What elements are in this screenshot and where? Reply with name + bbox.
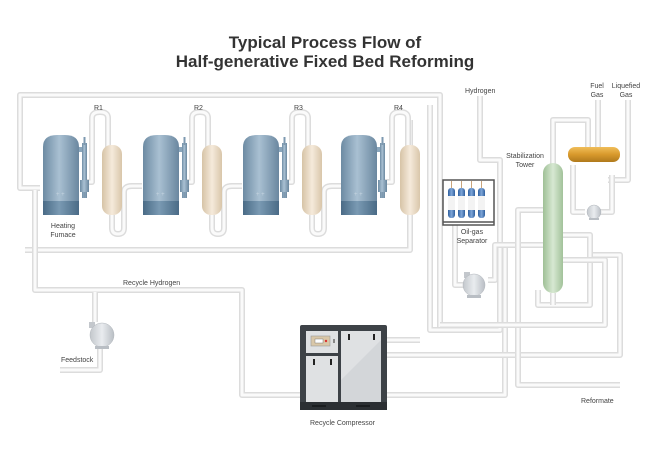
reactor-label-r4: R4: [394, 105, 403, 112]
feedstock-label: Feedstock: [61, 357, 94, 364]
svg-text:+ +: + +: [256, 192, 265, 198]
pump-separator: [462, 272, 486, 298]
svg-text:+ +: + +: [56, 192, 65, 198]
reformate-label: Reformate: [581, 398, 614, 405]
liquefied-gas-label-line1: Liquefied: [611, 83, 641, 90]
hydrogen-label: Hydrogen: [465, 88, 496, 95]
liquefied-gas-label: Liquefied Gas: [610, 82, 642, 100]
recycle-hydrogen-label: Recycle Hydrogen: [123, 280, 181, 287]
reactor-label-r1: R1: [94, 105, 103, 112]
pipe-pump-reflux: [600, 175, 615, 215]
reactor-r2: [202, 145, 222, 215]
svg-text:+ +: + +: [354, 192, 363, 198]
heating-furnace-3: + +: [243, 135, 289, 215]
separator-cylinders: [448, 181, 485, 218]
heating-furnace-label-line1: Heating: [50, 223, 76, 230]
stabilization-tower-label: Stabilization Tower: [503, 152, 547, 170]
pump-feedstock: [89, 322, 115, 349]
diagram-title-line1: Typical Process Flow of: [228, 33, 422, 52]
recycle-compressor: [300, 325, 387, 410]
reactor-r3: [302, 145, 322, 215]
heating-furnace-label-line2: Fumace: [50, 232, 76, 239]
heating-furnace-1: + +: [43, 135, 89, 215]
stabilization-tower: [543, 163, 563, 293]
oil-gas-separator-label-line1: Oil-gas: [460, 229, 484, 236]
diagram-title-line2: Half-generative Fixed Bed Reforming: [175, 52, 475, 71]
oil-gas-separator-label: Oil-gas Separator: [455, 228, 489, 246]
stabilization-tower-label-line2: Tower: [515, 162, 535, 169]
pipe-loop-right: [440, 257, 608, 328]
pipe-compressor-out: [386, 242, 508, 398]
heating-furnace-2: + +: [143, 135, 189, 215]
pipe-liquefied-gas: [608, 100, 631, 183]
reactor-r1: [102, 145, 122, 215]
heating-furnace-label: Heating Fumace: [50, 222, 76, 240]
fuel-gas-label: Fuel Gas: [589, 82, 605, 100]
stabilization-tower-label-line1: Stabilization: [506, 153, 544, 160]
svg-text:+ +: + +: [156, 192, 165, 198]
recycle-compressor-label: Recycle Compressor: [310, 420, 375, 427]
pipe-network: [17, 92, 631, 398]
reactor-r4: [400, 145, 420, 215]
oil-gas-separator: [442, 179, 495, 226]
pipe-reboiler: [515, 207, 545, 270]
fuel-gas-label-line2: Gas: [590, 92, 604, 99]
reflux-drum: [568, 147, 620, 162]
reactor-label-r2: R2: [194, 105, 203, 112]
liquefied-gas-label-line2: Gas: [619, 92, 633, 99]
heating-furnace-4: + +: [341, 135, 387, 215]
oil-gas-separator-label-line2: Separator: [456, 238, 488, 245]
reactor-label-r3: R3: [294, 105, 303, 112]
pump-reflux: [586, 204, 602, 220]
pipe-drum-pump: [570, 165, 585, 215]
fuel-gas-label-line1: Fuel: [590, 83, 604, 90]
